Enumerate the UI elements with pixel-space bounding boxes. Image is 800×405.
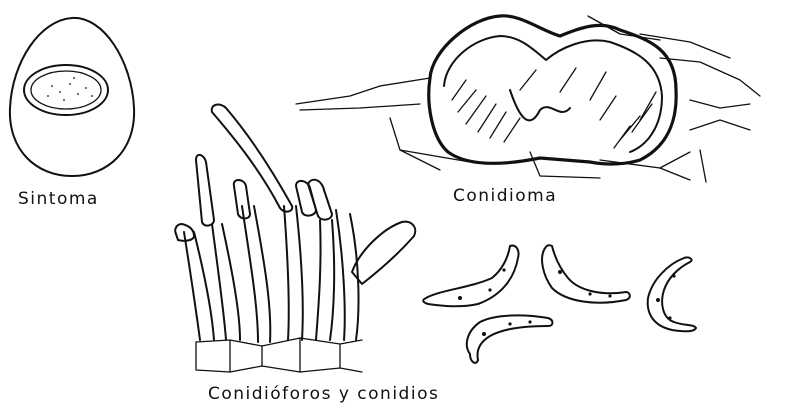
sintoma-drawing (10, 18, 134, 176)
conidioforos-label: Conidióforos y conidios (208, 384, 439, 404)
conidioma-label: Conidioma (453, 186, 557, 206)
conidioma-drawing (296, 16, 760, 182)
sintoma-label: Sintoma (18, 189, 99, 209)
conidioforos-drawing (175, 105, 415, 372)
conidios-drawing (423, 245, 696, 363)
